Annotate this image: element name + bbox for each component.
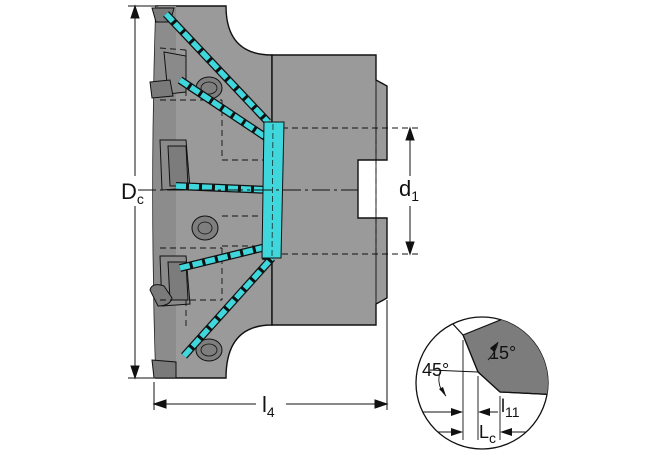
insert-upper-mid [167,145,189,187]
insert-corner-bottom [151,359,177,379]
bolt-hole-bottom-inner [200,343,218,357]
coolant-manifold [261,121,285,259]
coolant-channels [163,11,285,359]
dc-label: Dc [121,179,144,207]
dimension-dc [128,4,158,380]
l4-label: l4 [262,392,275,420]
angle-15-label: 15° [489,343,516,363]
detail-view: 15° 45° l11 Lc [415,316,549,450]
bolt-hole-middle [191,215,219,241]
d1-label: d1 [399,176,419,204]
bolt-holes [191,76,223,362]
insert-corner-bottom-left [149,284,173,307]
bolt-hole-bottom [195,338,223,362]
bolt-hole-top-inner [200,81,218,95]
dimension-l4 [152,300,389,410]
lc-label: Lc [479,422,496,446]
insert-top [149,79,174,99]
angle-45-label: 45° [422,360,449,380]
dimension-d1 [405,126,415,256]
bolt-hole-middle-inner [197,221,213,235]
l11-label: l11 [501,396,520,420]
insert-lower-mid [167,261,189,301]
